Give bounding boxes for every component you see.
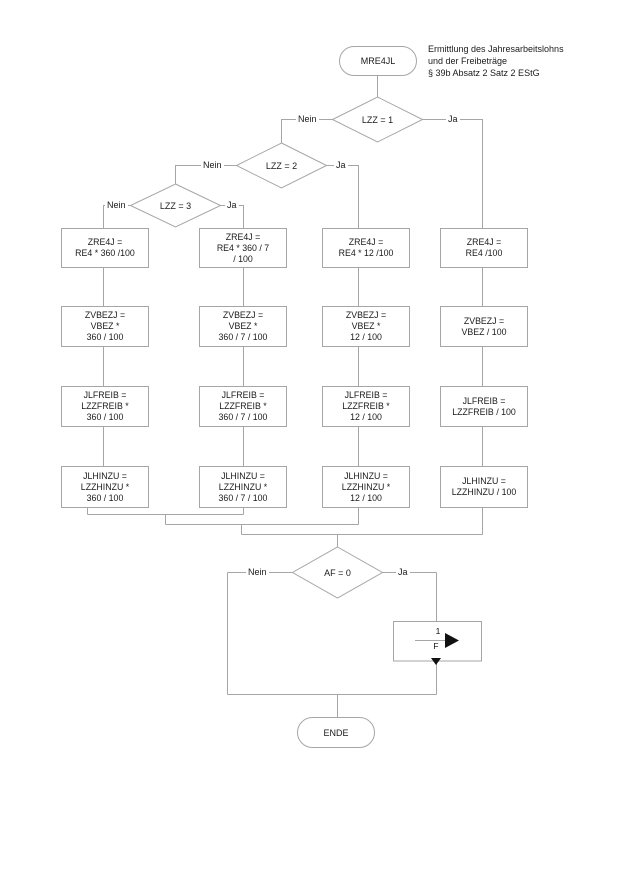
connector-f-down-arrow-icon [431, 658, 441, 665]
process-line: LZZHINZU * [341, 481, 391, 492]
process-line: RE4 * 360 / 7 [216, 242, 270, 253]
process-line: LZZFREIB * [81, 401, 129, 411]
process-zre4j-360: ZRE4J = RE4 * 360 /100 [61, 228, 149, 268]
process-jlfreib-12: JLFREIB = LZZFREIB * 12 / 100 [322, 386, 410, 427]
process-line: VBEZ * [90, 321, 120, 331]
process-line: JLHINZU = [344, 470, 388, 481]
branch-lzz3-nein: Nein [105, 200, 128, 210]
connector-f-top-label: 1 [435, 626, 441, 636]
process-line: JLHINZU = [221, 470, 265, 481]
process-line: LZZHINZU / 100 [451, 487, 517, 497]
process-line: JLFREIB = [221, 390, 265, 400]
connector-f-bottom-label: F [433, 641, 439, 651]
branch-lzz1-nein: Nein [296, 114, 319, 124]
process-line: ZRE4J = [225, 231, 261, 242]
annotation-line: Ermittlung des Jahresarbeitslohns [428, 44, 564, 54]
process-line: VBEZ / 100 [461, 326, 507, 337]
process-line: LZZFREIB * [219, 401, 267, 411]
process-jlfreib-360: JLFREIB = LZZFREIB * 360 / 100 [61, 386, 149, 427]
process-line: LZZHINZU * [218, 481, 268, 492]
process-line: RE4 * 360 /100 [75, 248, 135, 258]
branch-af-ja: Ja [396, 567, 410, 577]
process-jlfreib-jahr: JLFREIB = LZZFREIB / 100 [440, 386, 528, 427]
process-line: 12 / 100 [350, 412, 382, 422]
annotation-line: und der Freibeträge [428, 56, 508, 66]
process-line: VBEZ * [228, 321, 258, 331]
process-line: LZZHINZU * [80, 481, 130, 492]
process-line: 360 / 100 [86, 332, 124, 342]
process-zre4j-12: ZRE4J = RE4 * 12 /100 [322, 228, 410, 268]
process-line: RE4 * 12 /100 [338, 248, 394, 258]
process-jlfreib-360-7: JLFREIB = LZZFREIB * 360 / 7 / 100 [199, 386, 287, 427]
process-line: ZVBEZJ = [222, 310, 264, 320]
process-zvbezj-360-7: ZVBEZJ = VBEZ * 360 / 7 / 100 [199, 306, 287, 347]
decision-lzz3-shape [129, 183, 222, 228]
branch-lzz2-nein: Nein [201, 160, 224, 170]
process-jlhinzu-12: JLHINZU = LZZHINZU * 12 / 100 [322, 466, 410, 508]
process-line: JLHINZU = [462, 476, 506, 486]
branch-lzz3-ja: Ja [225, 200, 239, 210]
process-line: LZZFREIB * [342, 401, 390, 411]
process-line: 360 / 100 [86, 412, 124, 422]
process-line: 12 / 100 [350, 492, 382, 503]
connector-f-box [393, 621, 482, 662]
process-line: VBEZ * [351, 321, 381, 331]
process-line: JLFREIB = [344, 390, 388, 400]
connector-lines [87, 76, 483, 717]
branch-lzz2-ja: Ja [334, 160, 348, 170]
process-zvbezj-360: ZVBEZJ = VBEZ * 360 / 100 [61, 306, 149, 347]
process-line: ZRE4J = [348, 237, 384, 247]
process-line: 360 / 100 [86, 492, 124, 503]
process-line: LZZFREIB / 100 [452, 406, 516, 417]
process-jlhinzu-360-7: JLHINZU = LZZHINZU * 360 / 7 / 100 [199, 466, 287, 508]
process-line: JLHINZU = [83, 470, 127, 481]
process-line: JLFREIB = [83, 390, 127, 400]
decision-lzz2-shape [235, 142, 328, 189]
process-line: ZRE4J = [87, 237, 123, 247]
process-line: ZVBEZJ = [84, 310, 126, 320]
annotation-line: § 39b Absatz 2 Satz 2 EStG [428, 68, 540, 78]
start-terminator: MRE4JL [339, 46, 417, 76]
branch-af-nein: Nein [246, 567, 269, 577]
process-line: ZVBEZJ = [345, 310, 387, 320]
process-line: ZVBEZJ = [463, 315, 505, 326]
process-line: 360 / 7 / 100 [218, 332, 268, 342]
decision-af-shape [291, 546, 384, 599]
process-zre4j-jahr: ZRE4J = RE4 /100 [440, 228, 528, 268]
process-line: ZRE4J = [466, 237, 502, 247]
process-line: 360 / 7 / 100 [218, 492, 268, 503]
process-jlhinzu-360: JLHINZU = LZZHINZU * 360 / 100 [61, 466, 149, 508]
connector-f-right-arrow-icon [445, 633, 459, 648]
process-line: / 100 [233, 253, 253, 264]
end-terminator: ENDE [297, 717, 375, 748]
process-line: 360 / 7 / 100 [218, 412, 268, 422]
start-label: MRE4JL [360, 56, 396, 66]
process-zvbezj-12: ZVBEZJ = VBEZ * 12 / 100 [322, 306, 410, 347]
process-zvbezj-jahr: ZVBEZJ = VBEZ / 100 [440, 306, 528, 347]
process-line: RE4 /100 [465, 248, 503, 258]
annotation: Ermittlung des Jahresarbeitslohns und de… [428, 43, 564, 79]
end-label: ENDE [323, 727, 349, 738]
process-line: JLFREIB = [462, 395, 506, 406]
process-line: 12 / 100 [350, 332, 382, 342]
process-jlhinzu-jahr: JLHINZU = LZZHINZU / 100 [440, 466, 528, 508]
decision-lzz1-shape [331, 96, 424, 143]
branch-lzz1-ja: Ja [446, 114, 460, 124]
process-zre4j-360-7: ZRE4J = RE4 * 360 / 7 / 100 [199, 228, 287, 268]
